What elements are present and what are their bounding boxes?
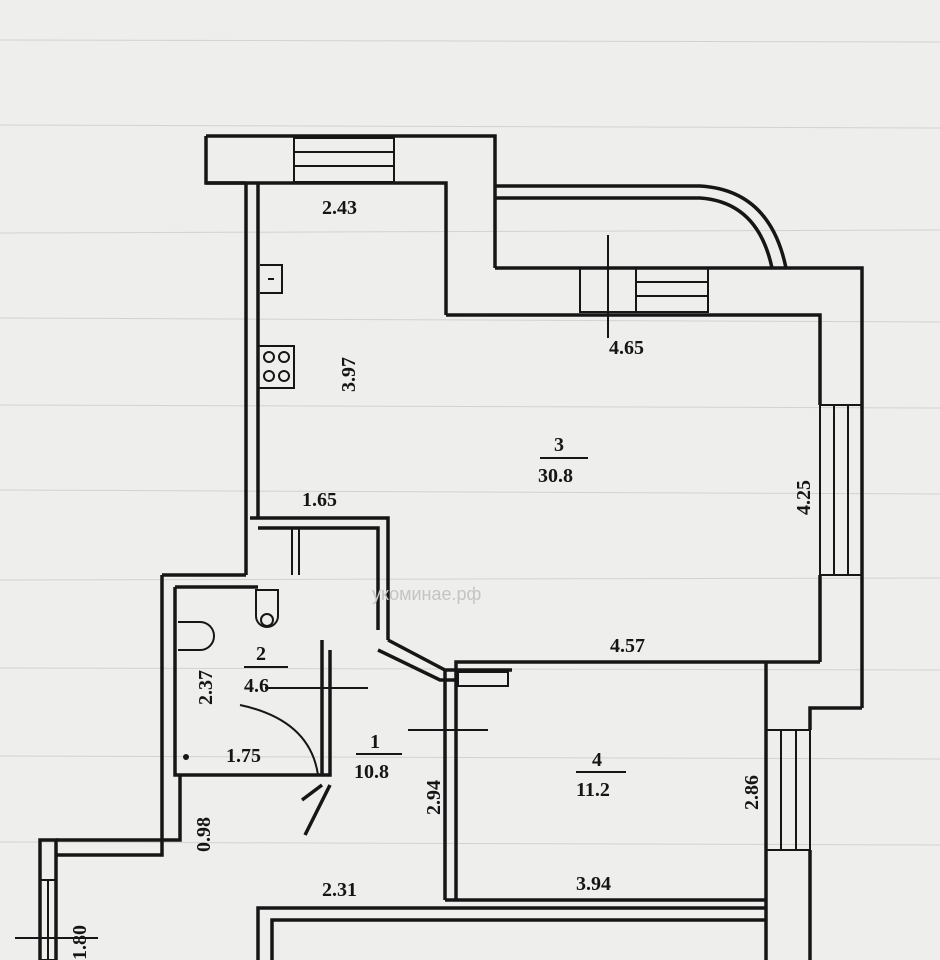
room-number: 2 xyxy=(256,643,266,665)
room-3-label: 3 30.8 xyxy=(538,434,588,487)
room-2-label: 2 4.6 xyxy=(244,643,288,697)
dim-2-43: 2.43 xyxy=(322,197,357,219)
room-number: 3 xyxy=(554,434,564,456)
room-area: 11.2 xyxy=(576,779,610,801)
stove-icon xyxy=(257,345,295,389)
dim-4-57: 4.57 xyxy=(610,635,645,657)
dim-1-65: 1.65 xyxy=(302,489,337,511)
room-area: 10.8 xyxy=(354,761,389,783)
dim-4-65: 4.65 xyxy=(609,337,644,359)
toilet-icon xyxy=(255,589,279,628)
washbasin-icon xyxy=(178,621,215,651)
drain-icon xyxy=(183,754,189,760)
dim-2-37: 2.37 xyxy=(195,670,217,705)
bathroom-wall xyxy=(250,516,390,640)
room-area: 30.8 xyxy=(538,465,573,487)
dim-4-25: 4.25 xyxy=(793,480,815,515)
window-right xyxy=(819,404,863,576)
dim-1-80: 1.80 xyxy=(69,925,91,960)
dim-2-86: 2.86 xyxy=(741,775,763,810)
dim-lines xyxy=(15,235,609,939)
dim-1-75: 1.75 xyxy=(226,745,261,767)
dim-0-98: 0.98 xyxy=(193,817,215,852)
window-balcony xyxy=(579,267,709,313)
curved-balcony-wall xyxy=(495,184,788,269)
dimension-labels: 2.43 3.97 1.65 4.65 4.25 4.57 2.37 1.75 … xyxy=(69,197,815,960)
window-top xyxy=(293,137,395,183)
windows xyxy=(39,137,863,960)
room-4-label: 4 11.2 xyxy=(576,749,626,801)
room-number: 4 xyxy=(592,749,602,771)
window-room4 xyxy=(765,729,811,851)
dim-2-94: 2.94 xyxy=(423,780,445,815)
walls xyxy=(38,134,864,960)
door-swing xyxy=(239,704,319,776)
room-labels: 3 30.8 2 4.6 1 10.8 4 11.2 xyxy=(244,434,626,801)
watermark: укоминае.рф xyxy=(372,584,481,604)
dim-2-31: 2.31 xyxy=(322,879,357,901)
fixtures xyxy=(178,264,509,836)
dim-3-94: 3.94 xyxy=(576,873,611,895)
sink-icon xyxy=(260,264,283,294)
dim-3-97: 3.97 xyxy=(338,357,360,392)
scan-lines xyxy=(0,39,940,846)
top-balcony-wall xyxy=(206,134,497,268)
entry-door xyxy=(303,784,332,836)
room-area: 4.6 xyxy=(244,675,269,697)
room-1-label: 1 10.8 xyxy=(354,731,402,783)
room-number: 1 xyxy=(370,731,380,753)
